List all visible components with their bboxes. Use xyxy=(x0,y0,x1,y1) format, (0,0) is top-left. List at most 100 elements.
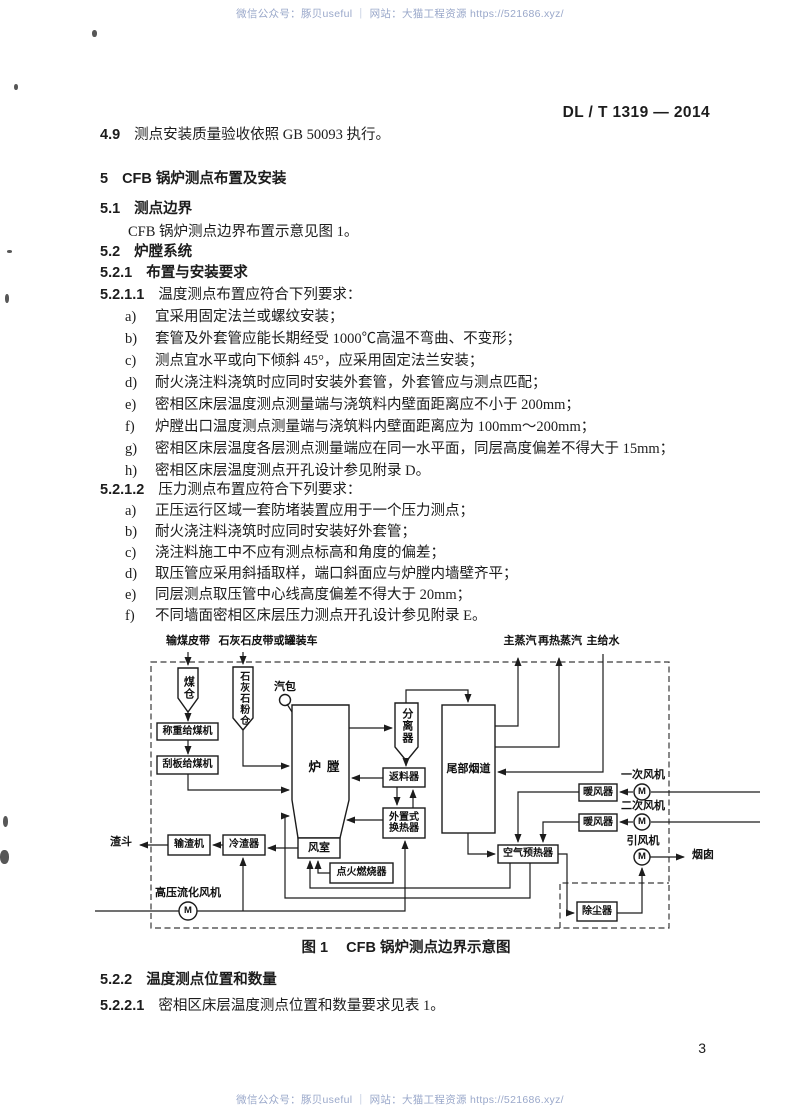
watermark-bottom: 微信公众号：豚贝useful ｜ 网站：大猫工程资源 https://52168… xyxy=(236,1094,564,1106)
clause-number: 5.2.1.1 xyxy=(100,287,145,303)
section-title: 布置与安装要求 xyxy=(146,265,248,281)
list-item: d) 耐火浇注料浇筑时应同时安装外套管，外套管应与测点匹配； xyxy=(100,371,712,392)
section-title: 温度测点位置和数量 xyxy=(146,972,277,988)
coal-bunker-label: 煤仓 xyxy=(182,676,195,700)
clause-text: 测点安装质量验收依照 GB 50093 执行。 xyxy=(134,127,390,143)
clause-number: 5.2.1.2 xyxy=(100,482,145,498)
clause-number: 4.9 xyxy=(100,127,121,143)
item-letter: b) xyxy=(125,524,138,540)
item-text: 同层测点取压管中心线高度偏差不得大于 20mm； xyxy=(155,587,472,603)
connector-lines xyxy=(95,652,760,917)
item-letter: f) xyxy=(125,608,135,624)
item-letter: g) xyxy=(125,441,138,457)
item-letter: b) xyxy=(125,331,138,347)
motor-icon: M xyxy=(638,850,646,862)
figure-1: 输煤皮带 石灰石皮带或罐装车 主蒸汽 再热蒸汽 主给水 煤仓 称重给煤机 刮板给… xyxy=(85,630,775,930)
list-item: d)取压管应采用斜插取样，端口斜面应与炉膛内墙壁齐平； xyxy=(100,562,712,583)
scan-artifact xyxy=(0,850,9,864)
item-letter: c) xyxy=(125,545,137,561)
windbox-label: 风室 xyxy=(308,841,330,854)
item-text: 测点宜水平或向下倾斜 45°，应采用固定法兰安装； xyxy=(155,353,484,369)
scan-artifact xyxy=(3,816,8,827)
figure-diagram xyxy=(95,652,760,929)
item-letter: h) xyxy=(125,463,138,479)
clause-text: 密相区床层温度测点位置和数量要求见表 1。 xyxy=(158,998,445,1014)
list-item: a)宜采用固定法兰或螺纹安装； xyxy=(100,305,712,326)
motor-icon: M xyxy=(638,815,646,827)
section-number: 5.2.2 xyxy=(100,972,133,988)
scan-artifact xyxy=(5,294,9,303)
air-heater-2-label: 暖风器 xyxy=(583,816,613,828)
item-text: 浇注料施工中不应有测点标高和角度的偏差； xyxy=(155,545,445,561)
item-text: 不同墙面密相区床层压力测点开孔设计参见附录 E。 xyxy=(155,608,487,624)
clause-number: 5.2.2.1 xyxy=(100,998,145,1014)
clause-text: 压力测点布置应符合下列要求： xyxy=(158,482,362,498)
item-letter: d) xyxy=(125,375,138,391)
air-heater-1-label: 暖风器 xyxy=(583,786,613,798)
list-item: b) 套管及外套管应能长期经受 1000℃高温不弯曲、不变形； xyxy=(100,327,712,348)
weighing-coal-feeder-label: 称重给煤机 xyxy=(162,725,213,737)
scan-artifact xyxy=(14,84,18,90)
item-text: 密相区床层温度各层测点测量端应在同一水平面，同层高度偏差不得大于 15mm； xyxy=(155,441,675,457)
scan-artifact xyxy=(92,30,97,37)
standard-number: DL / T 1319 — 2014 xyxy=(562,104,710,121)
equipment-shapes xyxy=(156,666,651,922)
page-number: 3 xyxy=(698,1040,706,1056)
ext-hx-line1: 外置式 xyxy=(389,811,419,823)
section-5-2-2-heading: 5.2.2 温度测点位置和数量 xyxy=(100,968,712,989)
clause-5-2-2-1: 5.2.2.1 密相区床层温度测点位置和数量要求见表 1。 xyxy=(100,994,712,1015)
item-letter: e) xyxy=(125,587,137,603)
list-item: c) 测点宜水平或向下倾斜 45°，应采用固定法兰安装； xyxy=(100,349,712,370)
list-item: h) 密相区床层温度测点开孔设计参见附录 D。 xyxy=(100,459,712,480)
section-number: 5 xyxy=(100,171,109,187)
item-letter: f) xyxy=(125,419,135,435)
scraper-coal-feeder-label: 刮板给煤机 xyxy=(162,759,213,771)
list-item: a)正压运行区域一套防堵装置应用于一个压力测点； xyxy=(100,499,712,520)
item-text: 套管及外套管应能长期经受 1000℃高温不弯曲、不变形； xyxy=(155,331,522,347)
item-text: 取压管应采用斜插取样，端口斜面应与炉膛内墙壁齐平； xyxy=(155,566,518,582)
item-letter: c) xyxy=(125,353,137,369)
motor-icon: M xyxy=(184,904,192,916)
item-text: 正压运行区域一套防堵装置应用于一个压力测点； xyxy=(155,503,474,519)
section-number: 5.2 xyxy=(100,244,121,260)
main-steam-label: 主蒸汽 xyxy=(503,635,537,647)
scan-artifact xyxy=(7,250,12,253)
section-5-heading: 5 CFB 锅炉测点布置及安装 xyxy=(100,167,712,188)
reheat-steam-label: 再热蒸汽 xyxy=(538,635,582,647)
steam-drum-label: 汽包 xyxy=(274,681,296,693)
chimney-label: 烟囱 xyxy=(692,849,714,861)
watermark-top: 微信公众号：豚贝useful ｜ 网站：大猫工程资源 https://52168… xyxy=(236,8,564,20)
section-title: 炉膛系统 xyxy=(134,244,193,260)
item-text: 密相区床层温度测点开孔设计参见附录 D。 xyxy=(155,463,431,479)
list-item: b)耐火浇注料浇筑时应同时安装好外套管； xyxy=(100,520,712,541)
ignition-burner-label: 点火燃烧器 xyxy=(336,867,387,879)
list-item: c) 浇注料施工中不应有测点标高和角度的偏差； xyxy=(100,541,712,562)
item-letter: e) xyxy=(125,397,137,413)
external-heat-exchanger-label: 外置式 换热器 xyxy=(383,808,425,838)
limestone-belt-label: 石灰石皮带或罐装车 xyxy=(218,635,318,647)
slag-conveyor-label: 输渣机 xyxy=(174,839,204,851)
figure-caption-title: CFB 锅炉测点边界示意图 xyxy=(346,940,511,956)
coal-belt-label: 输煤皮带 xyxy=(166,635,210,647)
dust-collector-label: 除尘器 xyxy=(582,905,612,917)
slag-cooler-label: 冷渣器 xyxy=(229,839,259,851)
clause-5-2-1-2: 5.2.1.2 压力测点布置应符合下列要求： xyxy=(100,478,712,499)
paragraph-5-1: CFB 锅炉测点边界布置示意见图 1。 xyxy=(128,224,359,240)
figure-caption-label: 图 1 xyxy=(301,940,329,956)
list-item: g) 密相区床层温度各层测点测量端应在同一水平面，同层高度偏差不得大于 15mm； xyxy=(100,437,712,458)
clause-4-9: 4.9 测点安装质量验收依照 GB 50093 执行。 xyxy=(100,123,712,144)
section-title: 测点边界 xyxy=(134,201,193,217)
section-number: 5.1 xyxy=(100,201,121,217)
secondary-air-fan-label: 二次风机 xyxy=(621,800,665,812)
back-pass-flue-label: 尾部烟道 xyxy=(446,762,491,775)
list-item: e)密相区床层温度测点测量端与浇筑料内壁面距离应不小于 200mm； xyxy=(100,393,712,414)
section-title: CFB 锅炉测点布置及安装 xyxy=(122,171,287,187)
section-5-2-heading: 5.2 炉膛系统 xyxy=(100,240,712,261)
item-text: 耐火浇注料浇筑时应同时安装外套管，外套管应与测点匹配； xyxy=(155,375,547,391)
item-text: 宜采用固定法兰或螺纹安装； xyxy=(155,309,344,325)
air-preheater-label: 空气预热器 xyxy=(503,848,553,860)
furnace-label: 炉膛 xyxy=(308,759,346,774)
hp-fluidizing-fan-label: 高压流化风机 xyxy=(155,887,221,899)
